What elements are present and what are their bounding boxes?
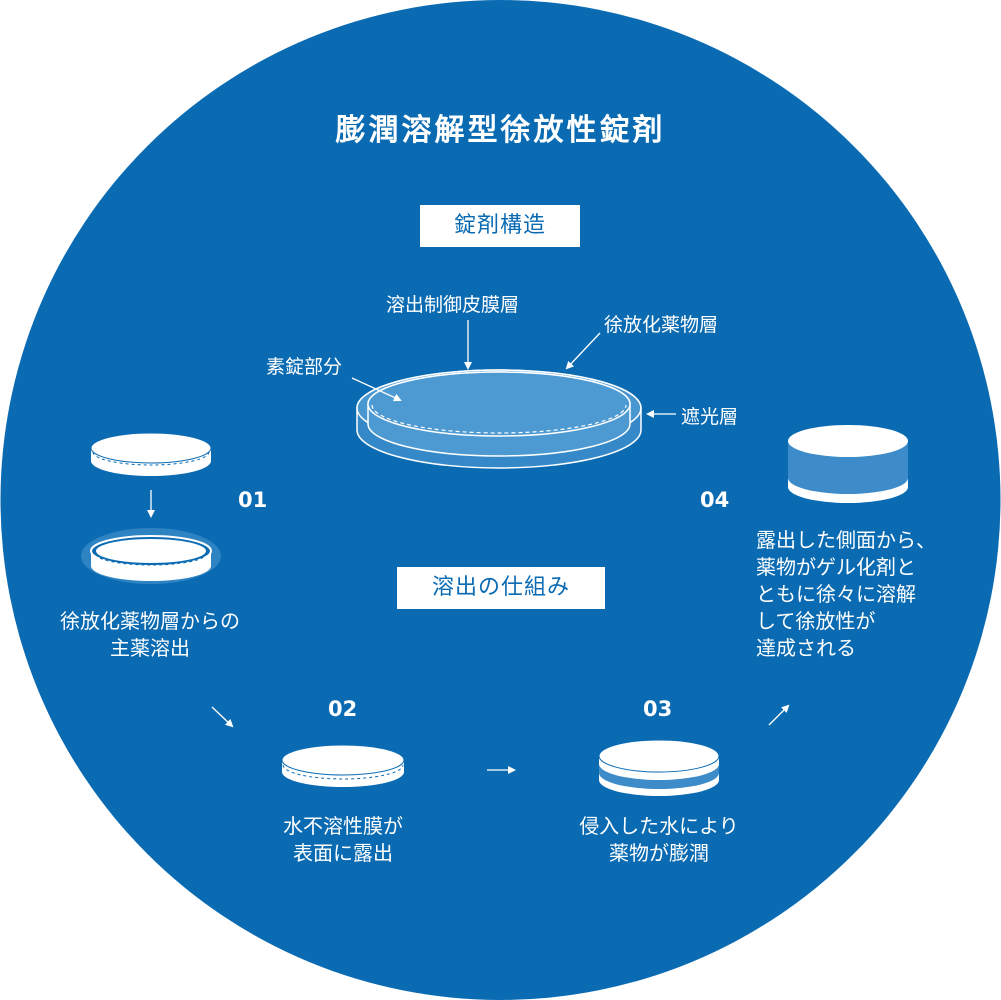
- label-control-membrane: 溶出制御皮膜層: [386, 294, 520, 316]
- label-light-shield: 遮光層: [681, 406, 739, 428]
- sustained-layer-top: [367, 371, 631, 437]
- step-04-line-3: ともに徐々に溶解: [756, 582, 916, 606]
- arrow-01-to-02: [211, 706, 234, 728]
- step-04-line-2: 薬物がゲル化剤と: [756, 555, 916, 579]
- tablet-structure-illustration: [356, 369, 642, 469]
- step-01-tablet-top: [90, 432, 212, 476]
- step-03-description: 侵入した水により 薬物が膨潤: [554, 813, 764, 867]
- step-04-line-4: して徐放性が: [756, 609, 876, 633]
- step-01-line-1: 徐放化薬物層からの: [60, 609, 240, 633]
- step-01-line-2: 主薬溶出: [110, 636, 190, 660]
- step-02-tablet: [281, 744, 405, 787]
- step-04-description: 露出した側面から、 薬物がゲル化剤と ともに徐々に溶解 して徐放性が 達成される: [756, 527, 956, 662]
- step-02-line-1: 水不溶性膜が: [283, 814, 403, 838]
- step-02-description: 水不溶性膜が 表面に露出: [243, 813, 443, 867]
- step-03-tablet: [598, 739, 720, 796]
- step-04-number: 04: [700, 488, 730, 512]
- label-core: 素錠部分: [266, 356, 343, 378]
- leader-sustained-layer: [565, 332, 601, 370]
- step-01-number: 01: [238, 488, 268, 512]
- step-03-line-1: 侵入した水により: [579, 814, 739, 838]
- arrow-03-to-04: [768, 704, 790, 726]
- step-04-line-1: 露出した側面から、: [756, 528, 936, 552]
- step-01-tablet-bottom: [81, 528, 221, 584]
- core-dashed-outline: [371, 404, 627, 434]
- leader-core: [351, 377, 402, 402]
- step-02-number: 02: [328, 697, 358, 721]
- label-sustained-layer: 徐放化薬物層: [604, 314, 719, 336]
- step-03-number: 03: [643, 697, 673, 721]
- step-02-line-2: 表面に露出: [293, 841, 393, 865]
- step-03-line-2: 薬物が膨潤: [609, 841, 709, 865]
- diagram-title: 膨潤溶解型徐放性錠剤: [335, 113, 666, 148]
- structure-heading: 錠剤構造: [420, 205, 580, 247]
- step-04-line-5: 達成される: [756, 636, 856, 660]
- step-04-tablet: [788, 425, 908, 503]
- mechanism-heading: 溶出の仕組み: [397, 567, 605, 609]
- step-01-description: 徐放化薬物層からの 主薬溶出: [30, 608, 270, 662]
